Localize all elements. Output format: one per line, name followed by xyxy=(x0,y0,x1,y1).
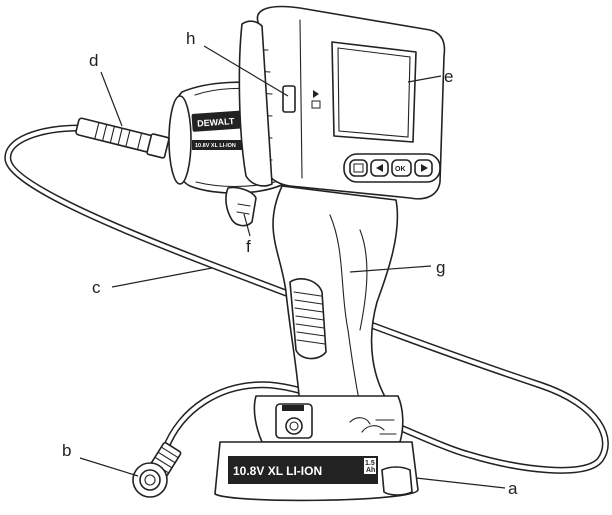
callout-line-h xyxy=(203,45,289,97)
callout-label-f: f xyxy=(246,237,251,256)
camera-lens xyxy=(139,469,161,491)
camera-head xyxy=(132,441,182,498)
ok-button: OK xyxy=(391,159,412,177)
brand-badge xyxy=(191,110,249,132)
body-rating-band xyxy=(192,140,250,150)
grip-pad xyxy=(289,278,327,360)
right-button xyxy=(414,159,433,177)
callout-label-d: d xyxy=(89,51,98,70)
trigger xyxy=(225,186,257,227)
callout-line-d xyxy=(100,71,123,127)
callouts: a b c d e f g h xyxy=(62,29,518,498)
release-button xyxy=(285,417,303,435)
callout-line-b xyxy=(79,457,139,477)
left-button xyxy=(370,159,389,177)
display-screen xyxy=(331,41,417,143)
battery-label-band xyxy=(228,456,378,484)
battery-pack: 10.8V XL LI-ION 1.5 Ah xyxy=(214,395,419,502)
right-arrow-icon xyxy=(421,164,428,172)
camera-tube xyxy=(75,117,170,159)
callout-label-e: e xyxy=(444,67,453,86)
side-tab xyxy=(282,85,296,113)
callout-line-e xyxy=(407,75,442,83)
callout-line-a xyxy=(415,477,506,489)
play-icon xyxy=(313,90,319,98)
screen-housing: OK xyxy=(238,5,446,200)
brand-label: DEWALT xyxy=(197,116,235,129)
capacity-unit: Ah xyxy=(366,467,375,474)
body-rating-label: 10.8V XL LI-ION xyxy=(195,143,236,149)
grip-handle xyxy=(272,185,399,409)
menu-button xyxy=(349,159,368,177)
callout-label-h: h xyxy=(186,29,195,48)
callout-label-g: g xyxy=(436,258,445,277)
callout-label-c: c xyxy=(92,278,101,297)
battery-rating-label: 10.8V XL LI-ION xyxy=(233,464,322,478)
callout-line-c xyxy=(111,267,213,288)
capacity-value: 1.5 xyxy=(365,460,375,467)
callout-line-f xyxy=(243,213,251,237)
capacity-badge xyxy=(364,458,376,474)
callout-line-g xyxy=(349,265,432,273)
ok-label: OK xyxy=(395,166,406,173)
callout-label-b: b xyxy=(62,441,71,460)
menu-icon xyxy=(353,163,364,173)
camera-icon xyxy=(311,100,321,109)
callout-label-a: a xyxy=(508,479,518,498)
left-arrow-icon xyxy=(376,164,383,172)
